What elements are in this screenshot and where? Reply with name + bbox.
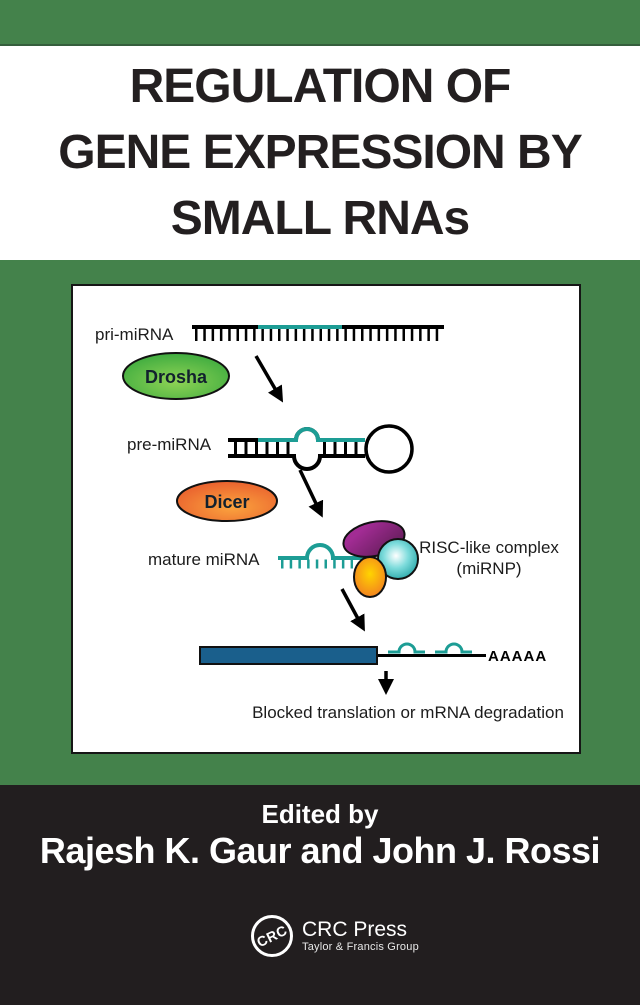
risc-complex (342, 520, 419, 598)
mirna-binding-site-2 (435, 642, 472, 654)
arrow-dicer-step (298, 469, 324, 518)
dicer-enzyme: Dicer (176, 480, 278, 522)
polya-tail-label: AAAAA (488, 648, 547, 665)
crc-logo-icon: CRC (251, 915, 293, 957)
bottom-black-band (0, 785, 640, 1005)
mature-mirna-label: mature miRNA (148, 550, 260, 569)
crc-logo-text: CRC (254, 921, 290, 951)
risc-orange-subunit (353, 556, 387, 598)
pathway-svg: pri-miRNA Drosha pre-miRNA (95, 325, 564, 722)
editors-names: Rajesh K. Gaur and John J. Rossi (39, 830, 601, 871)
title-band: REGULATION OF GENE EXPRESSION BY SMALL R… (0, 44, 640, 260)
drosha-label: Drosha (145, 367, 208, 387)
mirna-pathway-diagram: pri-miRNA Drosha pre-miRNA (71, 284, 581, 754)
mature-mirna-structure (278, 543, 368, 569)
mirna-binding-site-1 (388, 642, 425, 654)
outcome-label: Blocked translation or mRNA degradation (252, 703, 564, 722)
publisher-group: Taylor & Francis Group (302, 941, 419, 953)
title-line-3: SMALL RNAs (170, 192, 470, 245)
arrow-drosha-step (254, 355, 284, 403)
mrna-coding-region (199, 646, 378, 665)
pre-mirna-label: pre-miRNA (127, 435, 212, 454)
publisher-text-block: CRC Press Taylor & Francis Group (302, 918, 419, 954)
title-line-1: REGULATION OF (129, 60, 512, 113)
risc-label-line2: (miRNP) (456, 559, 521, 578)
risc-label-line1: RISC-like complex (419, 538, 559, 557)
publisher-name: CRC Press (302, 918, 408, 941)
terminal-loop (364, 424, 414, 474)
pri-mirna-label: pri-miRNA (95, 325, 174, 344)
pri-mirna-structure (192, 325, 444, 341)
title-line-2: GENE EXPRESSION BY (58, 126, 582, 179)
dicer-label: Dicer (204, 492, 249, 512)
crc-press-logo: CRC CRC Press Taylor & Francis Group (251, 915, 419, 957)
pre-mirna-hairpin (228, 424, 414, 474)
edited-by-label: Edited by (261, 799, 379, 829)
drosha-enzyme: Drosha (122, 352, 230, 400)
target-mrna: AAAAA (199, 642, 547, 665)
arrow-targeting-step (340, 588, 365, 632)
